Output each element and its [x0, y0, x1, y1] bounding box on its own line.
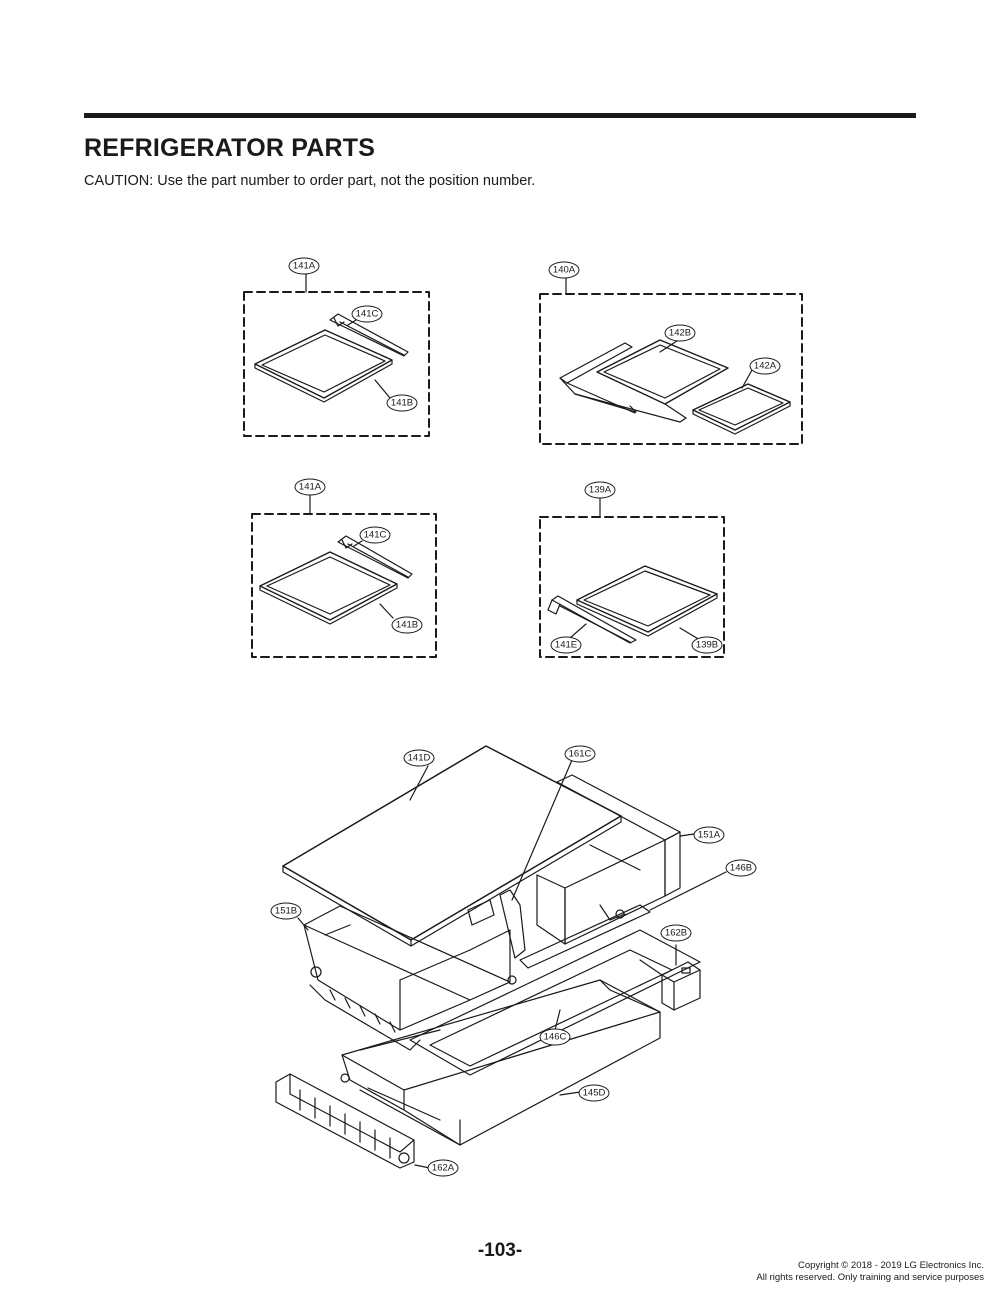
page-number: -103- [477, 1240, 523, 1261]
callout-141d: 141D [408, 753, 431, 764]
callout-bubble-141d [403, 749, 435, 767]
crisper-drawer-assembly [275, 745, 727, 1169]
callout-bubble-140a [548, 261, 580, 279]
assembly-boundary-141a-top [243, 291, 430, 437]
callout-139b: 139B [696, 640, 718, 651]
callout-bubble-161c [564, 745, 596, 763]
callout-161c: 161C [569, 749, 592, 760]
callout-bubble-151b [270, 902, 302, 920]
shelf-assembly-141a-top [243, 273, 430, 437]
callout-146b: 146B [730, 863, 752, 874]
callout-162b: 162B [665, 928, 687, 939]
header-rule [84, 113, 916, 118]
callout-bubble-141a-top [288, 257, 320, 275]
callout-bubble-162a [427, 1159, 459, 1177]
shelf-assembly-140a [539, 276, 803, 445]
cover-146c [409, 929, 701, 1076]
glass-shelf-139b [576, 565, 718, 633]
callout-bubble-142b [664, 324, 696, 342]
assembly-boundary-139a [539, 516, 725, 658]
callout-bubble-139b [691, 636, 723, 654]
callout-141a-mid: 141A [299, 482, 322, 493]
callout-bubble-142a [749, 357, 781, 375]
callout-bubble-145d [578, 1084, 610, 1102]
callout-141b-top: 141B [391, 398, 413, 409]
callout-141b-mid: 141B [396, 620, 418, 631]
callout-bubble-141e [550, 636, 582, 654]
callout-bubble-146c [539, 1028, 571, 1046]
callout-141c-top: 141C [356, 309, 379, 320]
callout-142a: 142A [754, 361, 777, 372]
shelf-assembly-139a [539, 496, 725, 658]
callout-bubble-146b [725, 859, 757, 877]
callout-141a-top: 141A [293, 261, 316, 272]
callout-bubble-141a-mid [294, 478, 326, 496]
callout-bubble-151a [693, 826, 725, 844]
callout-146c: 146C [544, 1032, 567, 1043]
callout-141e: 141E [555, 640, 577, 651]
callout-140a: 140A [553, 265, 576, 276]
callout-142b: 142B [669, 328, 691, 339]
callout-151a: 151A [698, 830, 721, 841]
callout-141c-mid: 141C [364, 530, 387, 541]
callout-bubble-139a [584, 481, 616, 499]
callout-bubble-141b-mid [391, 616, 423, 634]
callout-162a: 162A [432, 1163, 455, 1174]
glass-cover-141d [282, 745, 622, 941]
callout-145d: 145D [583, 1088, 606, 1099]
divider-161c [499, 889, 526, 959]
damper-162b [661, 961, 701, 1011]
rail-146b [519, 904, 651, 969]
callout-bubble-141b-top [386, 394, 418, 412]
shelf-frame-142b [596, 339, 729, 405]
page-title: REFRIGERATOR PARTS [84, 134, 376, 162]
assembly-boundary-141a-bottom [251, 513, 437, 658]
shelf-rail-141e [551, 595, 637, 644]
callout-139a: 139A [589, 485, 612, 496]
copyright-line-1: Copyright © 2018 - 2019 LG Electronics I… [797, 1260, 984, 1271]
callout-bubble-141c-mid [359, 526, 391, 544]
shelf-assembly-141a-bottom [251, 493, 437, 658]
callout-151b: 151B [275, 906, 297, 917]
shelf-rail-141c-bottom [337, 535, 413, 579]
copyright-line-2: All rights reserved. Only training and s… [756, 1272, 984, 1283]
assembly-boundary-140a [539, 293, 803, 445]
shelf-rail-141c-top [329, 313, 409, 357]
copyright-notice: Copyright © 2018 - 2019 LG Electronics I… [756, 1260, 984, 1284]
callout-bubble-141c-top [351, 305, 383, 323]
caution-text: CAUTION: Use the part number to order pa… [84, 173, 536, 189]
callout-bubble-162b [660, 924, 692, 942]
